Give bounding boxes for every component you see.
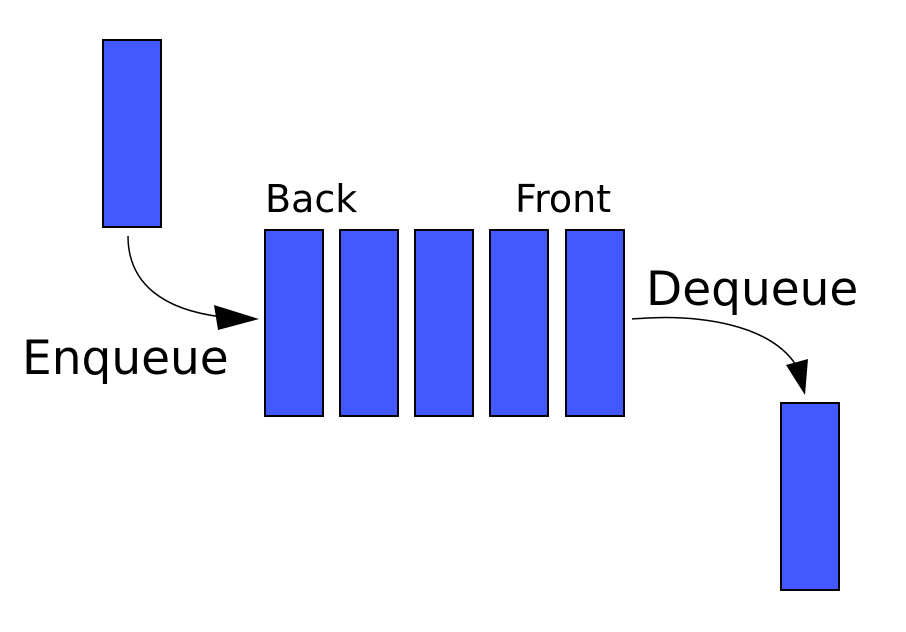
incoming-element [102, 39, 162, 228]
queue-element [414, 229, 474, 417]
queue-element [339, 229, 399, 417]
enqueue-label: Enqueue [22, 331, 229, 386]
dequeue-arrow [631, 316, 808, 395]
queue-elements [264, 229, 625, 417]
back-label: Back [265, 177, 357, 221]
enqueue-arrow [127, 235, 259, 330]
queue-element [264, 229, 324, 417]
front-label: Front [515, 177, 611, 221]
queue-element [565, 229, 625, 417]
dequeue-label: Dequeue [646, 262, 858, 317]
queue-element [489, 229, 549, 417]
dequeued-element [780, 402, 840, 591]
